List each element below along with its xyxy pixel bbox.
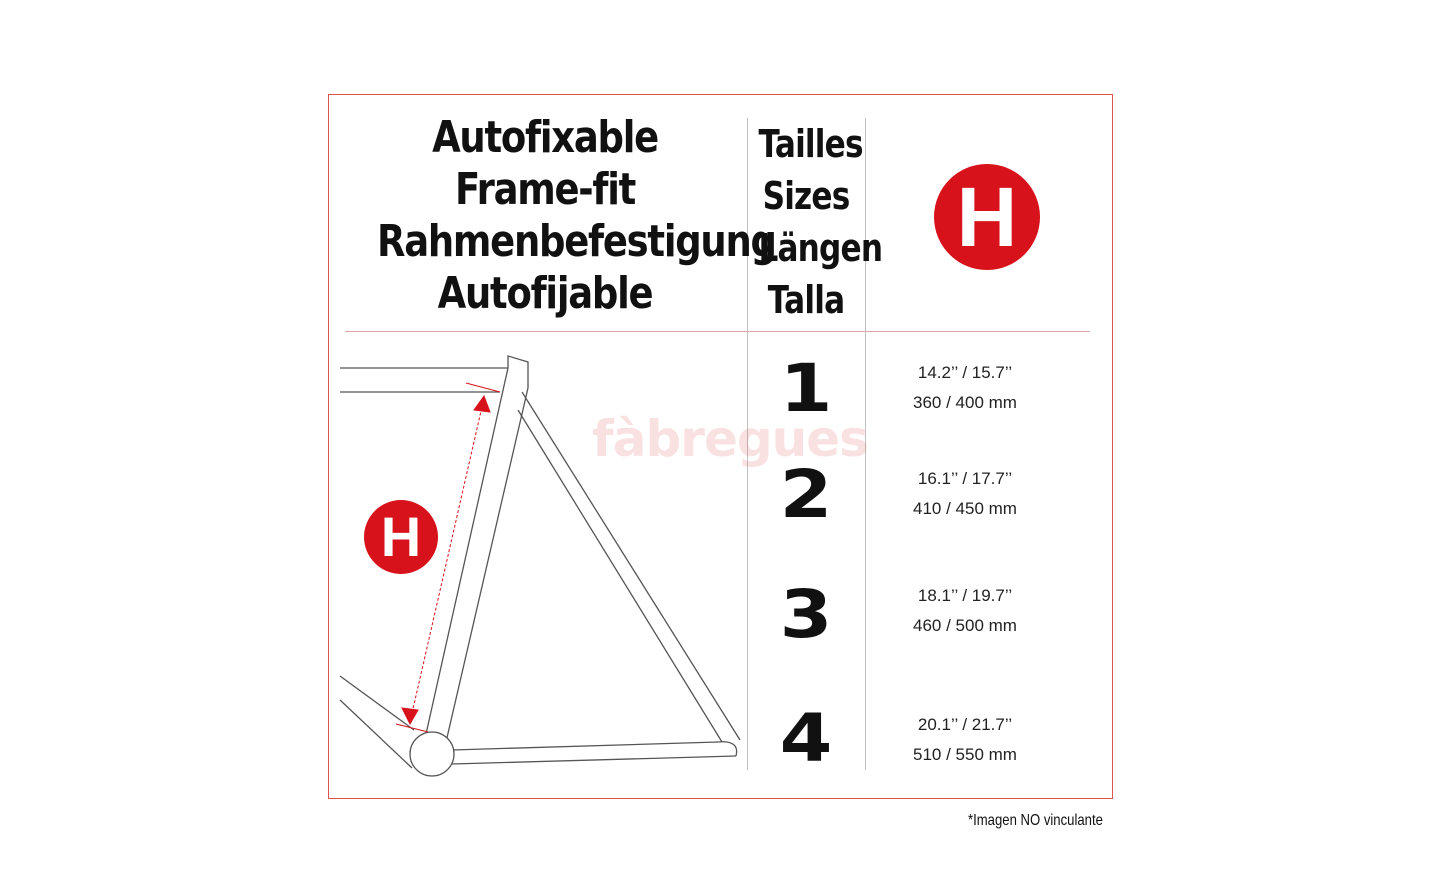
bottom-bracket <box>409 731 455 777</box>
title-line-de: Rahmenbefestigung <box>377 216 777 267</box>
size-chart-border <box>328 94 1113 799</box>
seat-stay-inner <box>517 409 723 743</box>
size-value-3: 18.1’’ / 19.7’’ 460 / 500 mm <box>890 581 1040 641</box>
size-2-inches: 16.1’’ / 17.7’’ <box>917 469 1013 488</box>
frame-height-badge-icon: H <box>364 500 438 574</box>
sizes-header-es: Talla <box>767 278 845 322</box>
title-line-fr: Autofixable <box>432 112 659 163</box>
chain-stay-upper <box>451 741 719 751</box>
seat-stay-outer <box>521 391 741 741</box>
size-number-1: 1 <box>779 350 833 427</box>
chain-stay-lower <box>451 755 737 765</box>
seat-tube-left <box>425 367 509 735</box>
measure-tick-bottom <box>395 723 429 733</box>
title-line-es: Autofijable <box>437 268 654 319</box>
size-value-2: 16.1’’ / 17.7’’ 410 / 450 mm <box>890 464 1040 524</box>
seat-tube-right <box>445 387 529 743</box>
size-4-mm: 510 / 550 mm <box>913 745 1017 764</box>
measure-arrow-up-icon <box>473 394 491 413</box>
column-divider-right <box>865 118 866 770</box>
size-number-3: 3 <box>779 576 833 653</box>
height-badge-icon: H <box>934 164 1040 270</box>
header-divider <box>345 331 1090 332</box>
size-number-4: 4 <box>779 700 833 777</box>
size-3-inches: 18.1’’ / 19.7’’ <box>917 586 1013 605</box>
title-line-en: Frame-fit <box>454 164 636 215</box>
height-measure-line <box>409 397 485 723</box>
size-4-inches: 20.1’’ / 21.7’’ <box>917 715 1013 734</box>
product-title: Autofixable Frame-fit Rahmenbefestigung … <box>377 112 777 320</box>
measure-tick-top <box>465 382 501 393</box>
disclaimer-note: *Imagen NO vinculante <box>968 812 1103 829</box>
size-1-mm: 360 / 400 mm <box>913 393 1017 412</box>
seat-post-top <box>507 355 529 388</box>
down-tube-lower <box>339 699 413 769</box>
measure-arrow-down-icon <box>401 707 419 726</box>
sizes-header-fr: Tailles <box>758 122 863 166</box>
size-number-2: 2 <box>779 456 833 533</box>
down-tube-upper <box>339 675 415 731</box>
size-2-mm: 410 / 450 mm <box>913 499 1017 518</box>
sizes-header-en: Sizes <box>762 174 851 218</box>
size-3-mm: 460 / 500 mm <box>913 616 1017 635</box>
size-1-inches: 14.2’’ / 15.7’’ <box>917 363 1013 382</box>
size-value-4: 20.1’’ / 21.7’’ 510 / 550 mm <box>890 710 1040 770</box>
column-divider-left <box>747 118 748 770</box>
size-value-1: 14.2’’ / 15.7’’ 360 / 400 mm <box>890 358 1040 418</box>
dropout <box>717 741 738 757</box>
brand-watermark: fàbregues <box>592 410 869 468</box>
